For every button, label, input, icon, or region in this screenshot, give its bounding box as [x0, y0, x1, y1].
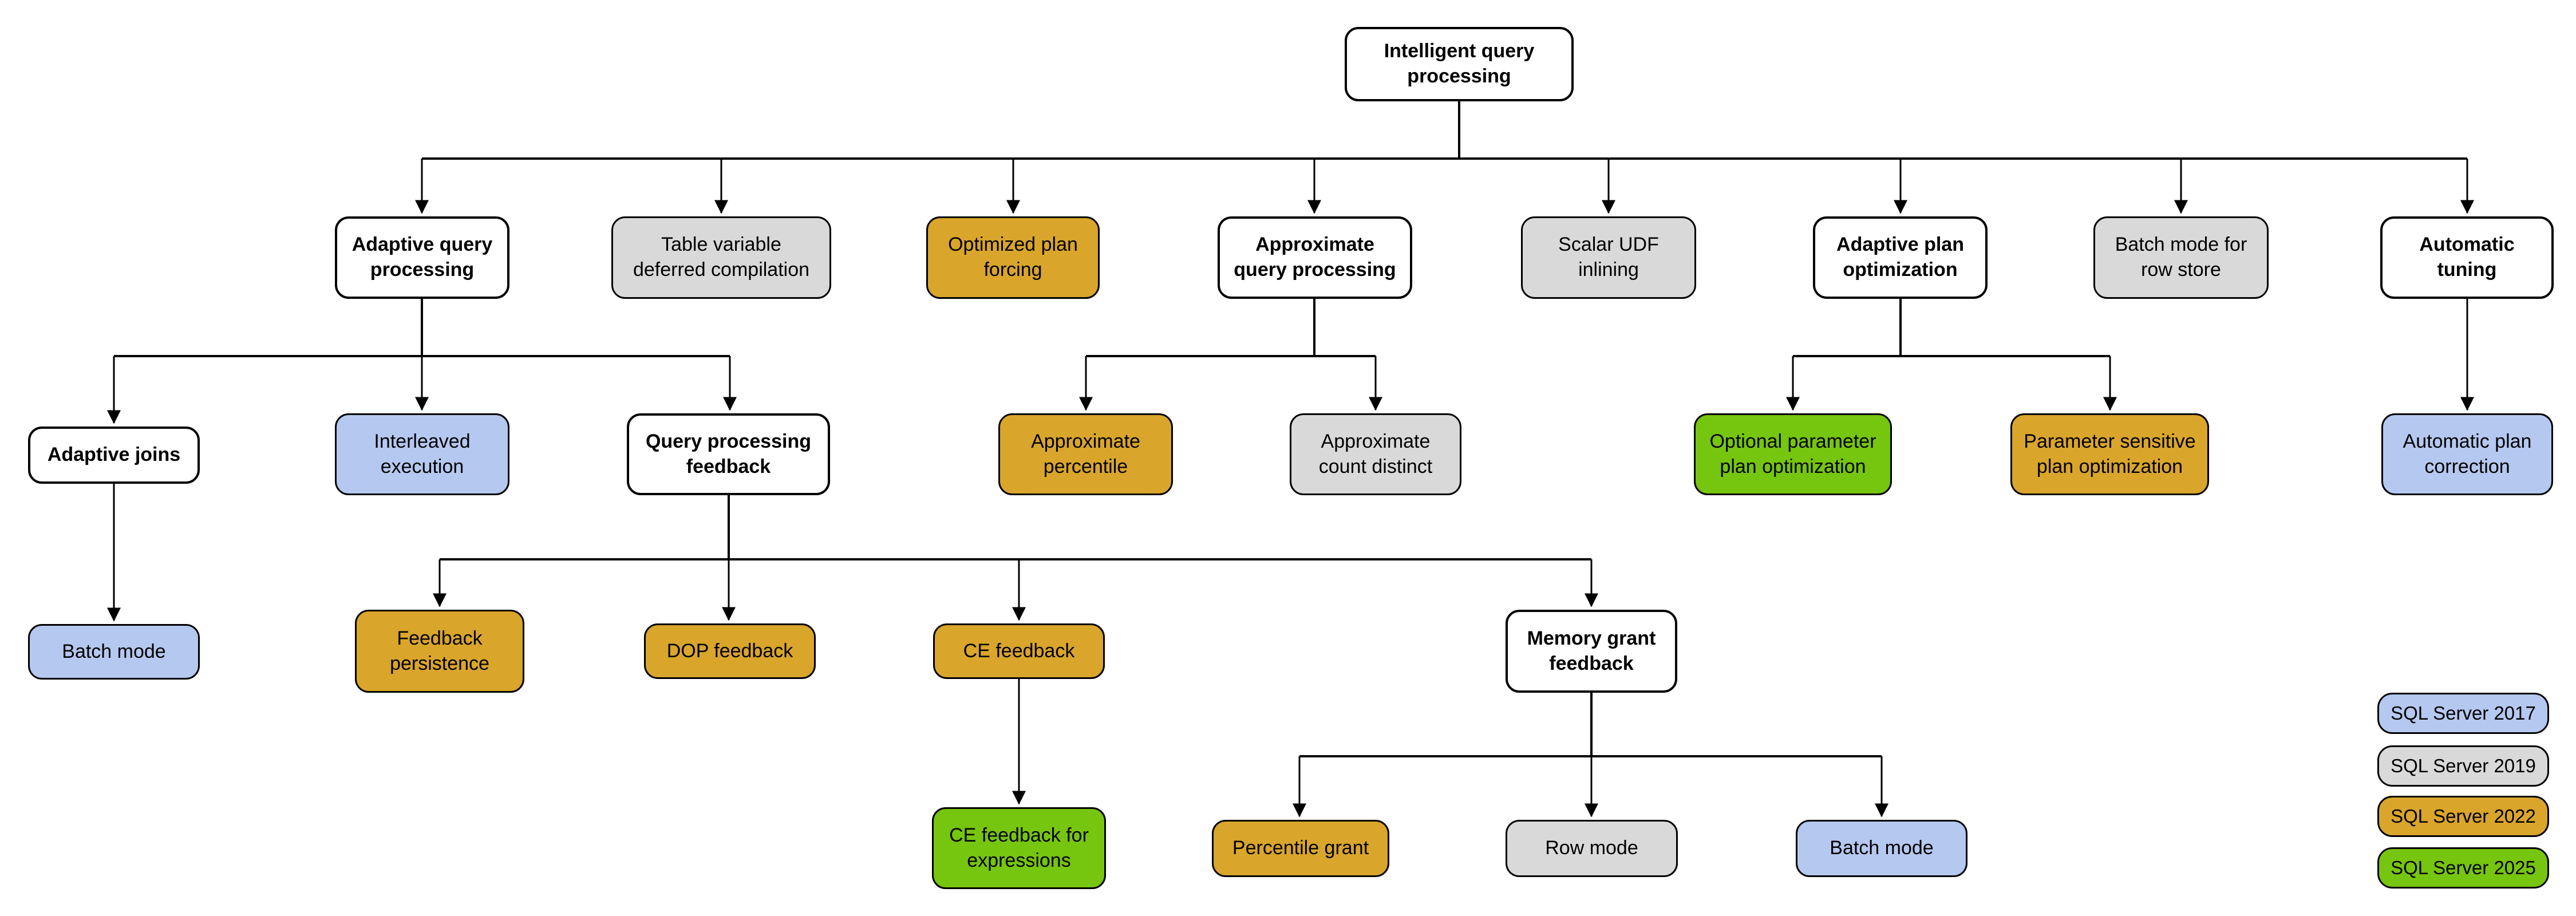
node-adaptive-joins: Adaptive joins — [28, 427, 200, 484]
node-interleaved-execution: Interleaved execution — [335, 413, 509, 495]
node-query-processing-feedback: Query processing feedback — [627, 413, 830, 495]
legend-sql-server-2019: SQL Server 2019 — [2377, 745, 2549, 787]
node-batch-mode-memory-grant: Batch mode — [1796, 820, 1967, 877]
legend-sql-server-2022: SQL Server 2022 — [2377, 796, 2549, 837]
node-ce-feedback: CE feedback — [933, 623, 1105, 679]
node-optional-parameter-plan-optimization: Optional parameter plan optimization — [1694, 413, 1892, 495]
node-row-mode: Row mode — [1506, 820, 1678, 877]
node-scalar-udf-inlining: Scalar UDF inlining — [1521, 216, 1696, 299]
node-automatic-plan-correction: Automatic plan correction — [2381, 413, 2553, 495]
node-dop-feedback: DOP feedback — [644, 623, 816, 679]
node-approximate-count-distinct: Approximate count distinct — [1290, 413, 1461, 495]
node-approximate-percentile: Approximate percentile — [998, 413, 1173, 495]
legend-sql-server-2025: SQL Server 2025 — [2377, 847, 2549, 889]
node-approximate-query-processing: Approximate query processing — [1218, 216, 1412, 299]
node-batch-mode-for-row-store: Batch mode for row store — [2093, 216, 2269, 299]
node-adaptive-plan-optimization: Adaptive plan optimization — [1813, 216, 1988, 299]
node-feedback-persistence: Feedback persistence — [355, 610, 524, 693]
node-intelligent-query-processing: Intelligent query processing — [1345, 27, 1574, 101]
node-adaptive-query-processing: Adaptive query processing — [335, 216, 509, 299]
node-batch-mode-adaptive-joins: Batch mode — [28, 624, 200, 680]
node-ce-feedback-for-expressions: CE feedback for expressions — [932, 807, 1106, 889]
node-automatic-tuning: Automatic tuning — [2380, 216, 2554, 299]
node-table-variable-deferred-compilation: Table variable deferred compilation — [611, 216, 831, 299]
node-memory-grant-feedback: Memory grant feedback — [1506, 610, 1677, 693]
node-optimized-plan-forcing: Optimized plan forcing — [926, 216, 1100, 299]
node-percentile-grant: Percentile grant — [1212, 820, 1389, 877]
node-parameter-sensitive-plan-optimization: Parameter sensitive plan optimization — [2010, 413, 2209, 495]
legend-sql-server-2017: SQL Server 2017 — [2377, 693, 2549, 734]
